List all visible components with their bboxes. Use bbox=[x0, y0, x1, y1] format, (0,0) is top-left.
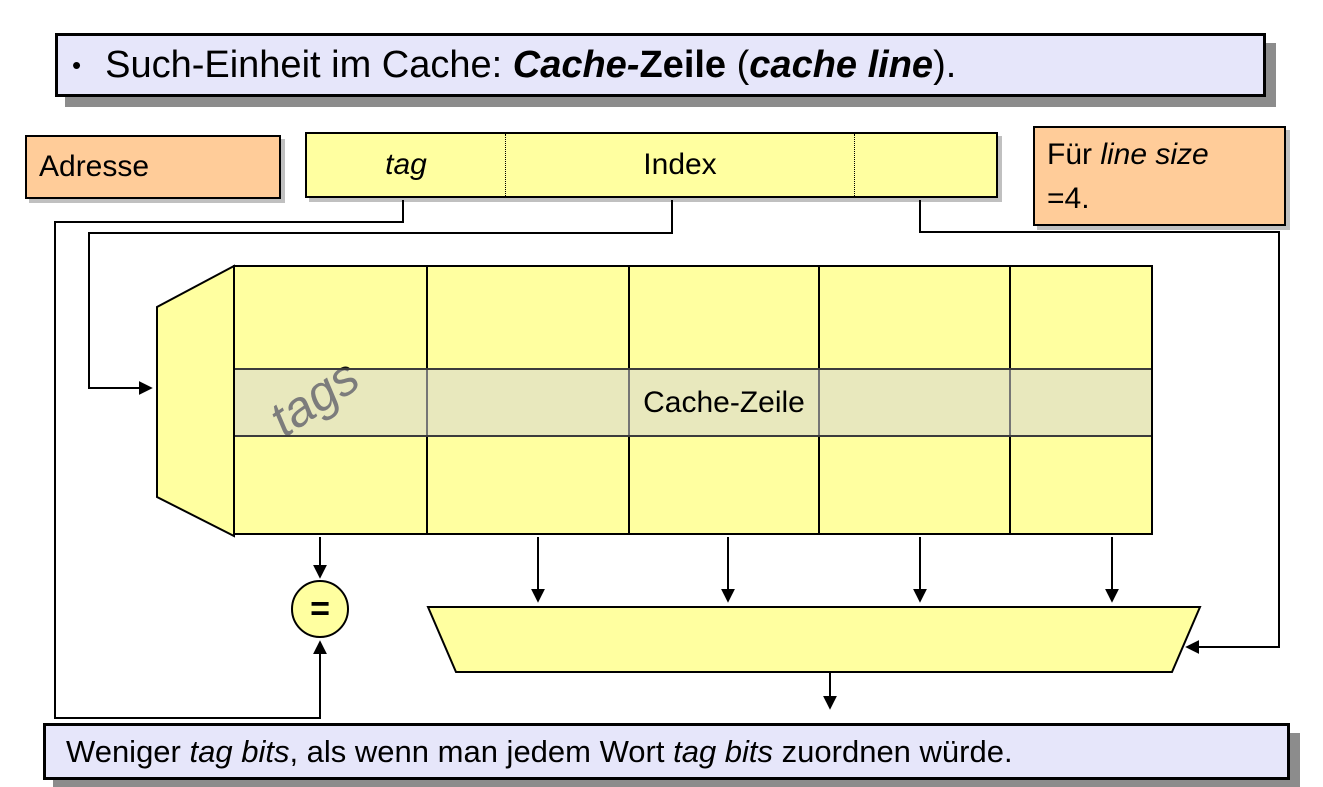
tag-field-label: tag bbox=[385, 148, 427, 181]
line-size-note-line2: =4. bbox=[1047, 182, 1090, 215]
index-line bbox=[88, 200, 673, 395]
bottom-note-text: Weniger tag bits, als wenn man jedem Wor… bbox=[66, 733, 1013, 769]
line-size-note-line1: Für line size bbox=[1047, 138, 1209, 171]
offset-line bbox=[919, 200, 1280, 654]
bottom-note-box: Weniger tag bits, als wenn man jedem Wor… bbox=[43, 723, 1290, 780]
address-field-offset bbox=[854, 134, 996, 196]
bullet-icon: • bbox=[72, 49, 82, 80]
title-text: Such-Einheit im Cache: Cache-Zeile (cach… bbox=[105, 43, 957, 86]
address-field-index: Index bbox=[505, 134, 854, 196]
multiplexer-shape bbox=[426, 606, 1202, 673]
equals-comparator-symbol: = bbox=[310, 590, 330, 628]
cache-line-label: Cache-Zeile bbox=[643, 386, 805, 419]
comparator-circle bbox=[291, 580, 349, 638]
address-label-box: Adresse bbox=[25, 135, 281, 199]
title-box: • Such-Einheit im Cache: Cache-Zeile (ca… bbox=[55, 33, 1266, 97]
address-label: Adresse bbox=[39, 150, 150, 183]
tag-line bbox=[54, 200, 404, 719]
index-field-label: Index bbox=[643, 148, 717, 181]
tags-funnel-shape bbox=[156, 264, 235, 538]
address-field-tag: tag bbox=[307, 134, 505, 196]
line-size-note-box: Für line size =4. bbox=[1033, 126, 1286, 226]
cache-table: tags Cache-Zeile bbox=[233, 265, 1153, 535]
cache-line-highlight-row bbox=[235, 368, 1151, 437]
address-bit-field-bar: tag Index bbox=[305, 132, 998, 198]
